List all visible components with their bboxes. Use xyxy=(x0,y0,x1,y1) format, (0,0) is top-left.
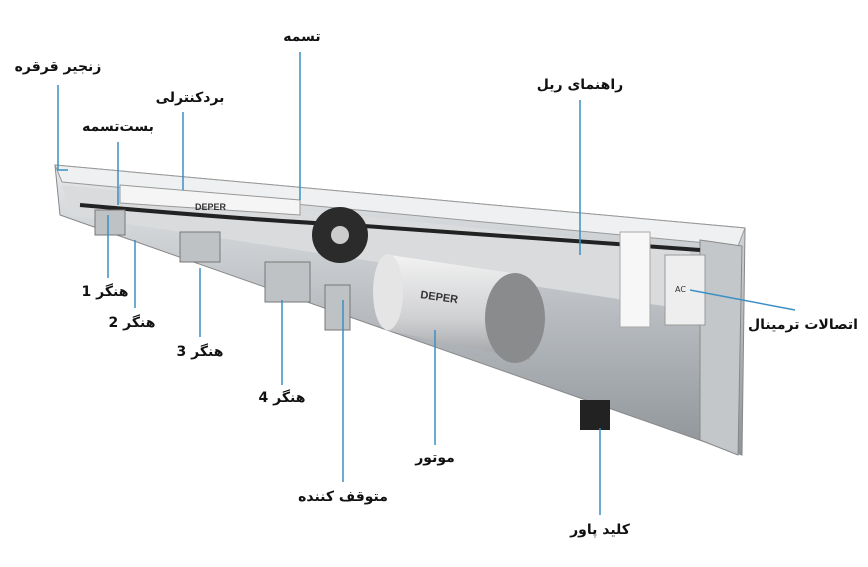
label-terminal-connections: اتصالات ترمینال xyxy=(748,317,858,333)
label-hanger-3: هنگر 3 xyxy=(176,344,224,360)
label-hanger-1: هنگر 1 xyxy=(81,284,129,300)
control-board-brand: DEPER xyxy=(195,202,227,212)
label-belt-clamp: بست‌تسمه xyxy=(82,119,154,135)
label-belt: تسمه xyxy=(283,29,321,45)
terminal-text: AC xyxy=(675,285,686,294)
label-hanger-2: هنگر 2 xyxy=(108,315,156,331)
motor-brand: DEPER xyxy=(420,289,459,306)
label-control-board: بردکنترلی xyxy=(155,90,225,106)
label-power-switch: کلید پاور xyxy=(570,522,630,538)
motor-illustration: DEPER xyxy=(373,254,545,363)
label-hanger-4: هنگر 4 xyxy=(258,390,306,406)
label-motor: موتور xyxy=(415,450,455,466)
label-stopper: متوقف کننده xyxy=(298,489,388,505)
label-pulley-chain: زنجیر قرقره xyxy=(14,59,102,75)
label-rail-guide: راهنمای ریل xyxy=(536,77,624,93)
leader-lines xyxy=(57,52,796,515)
